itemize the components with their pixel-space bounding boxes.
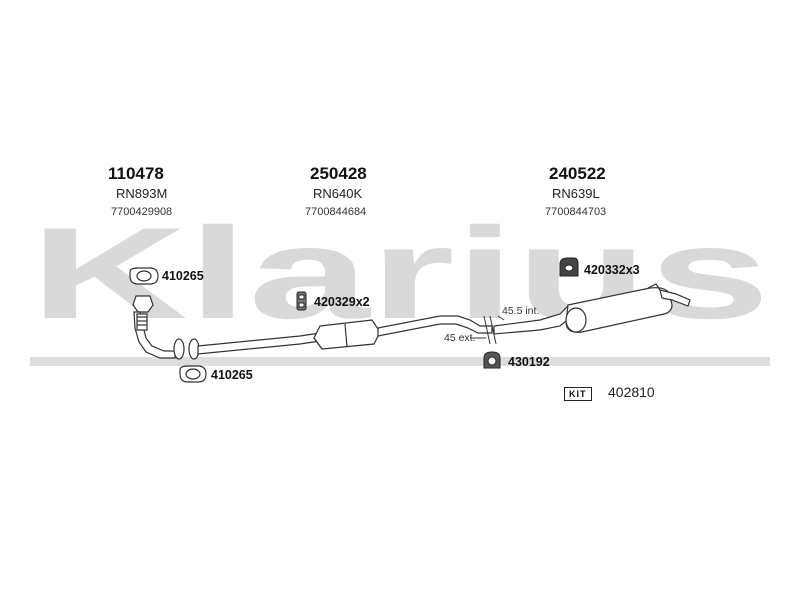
clamp-label: 430192 [508, 355, 550, 369]
dimension-internal: 45.5 int. [502, 305, 540, 317]
hanger-front-label: 420329x2 [314, 295, 370, 309]
gasket-bottom-label: 410265 [211, 368, 253, 382]
part-oe-2: 7700844684 [305, 206, 367, 218]
part-ref-2: RN640K [313, 186, 363, 201]
hanger-front-icon [296, 291, 307, 311]
hanger-rear-label: 420332x3 [584, 263, 640, 277]
joint-marks [470, 315, 505, 345]
kit-badge: KIT [564, 387, 592, 401]
gasket-top-icon [129, 267, 159, 285]
part-number-1: 110478 [108, 164, 164, 183]
middle-pipe [197, 315, 493, 355]
gasket-top-label: 410265 [162, 269, 204, 283]
part-ref-3: RN639L [552, 186, 600, 201]
rear-silencer [493, 283, 691, 335]
gasket-bottom-icon [179, 365, 207, 383]
kit-number: 402810 [608, 384, 655, 400]
front-pipe [132, 295, 200, 360]
part-number-2: 250428 [310, 164, 367, 183]
part-oe-1: 7700429908 [111, 206, 173, 218]
part-number-3: 240522 [549, 164, 606, 183]
dimension-external: 45 ext. [444, 332, 476, 344]
part-ref-1: RN893M [116, 186, 168, 201]
hanger-rear-icon [559, 257, 579, 277]
part-oe-3: 7700844703 [545, 206, 607, 218]
clamp-icon [483, 351, 501, 369]
